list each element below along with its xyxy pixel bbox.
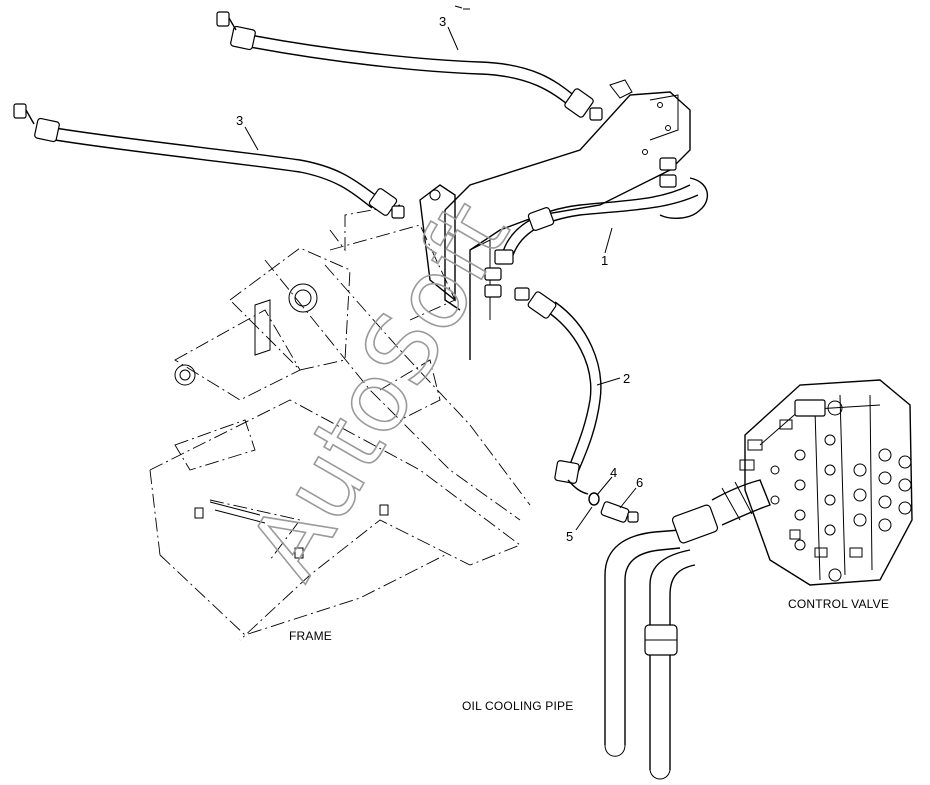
- hose-3-upper: [216, 11, 603, 121]
- fittings-4-5-6: [588, 492, 639, 523]
- callout-1: 1: [601, 253, 608, 268]
- oil-cooling-pipe: [604, 479, 771, 780]
- control-valve: [739, 379, 913, 586]
- callout-6: 6: [636, 475, 643, 490]
- callout-3-lower: 3: [236, 113, 243, 128]
- hose-2: [484, 267, 602, 495]
- callout-4: 4: [610, 465, 617, 480]
- caption-control-valve: CONTROL VALVE: [788, 597, 889, 611]
- caption-frame: FRAME: [289, 629, 332, 643]
- mounting-bracket: [419, 79, 691, 360]
- hose-3-lower: [13, 103, 405, 219]
- leader-lines: [244, 26, 637, 531]
- watermark-text: AutoSoft: [228, 183, 531, 596]
- callout-5: 5: [566, 529, 573, 544]
- caption-oil-cooling-pipe: OIL COOLING PIPE: [462, 699, 573, 713]
- frame-structure: [149, 204, 531, 641]
- hose-1: [494, 157, 709, 265]
- callout-2: 2: [623, 371, 630, 386]
- stray-mark: [454, 5, 470, 10]
- callout-3-upper: 3: [439, 14, 446, 29]
